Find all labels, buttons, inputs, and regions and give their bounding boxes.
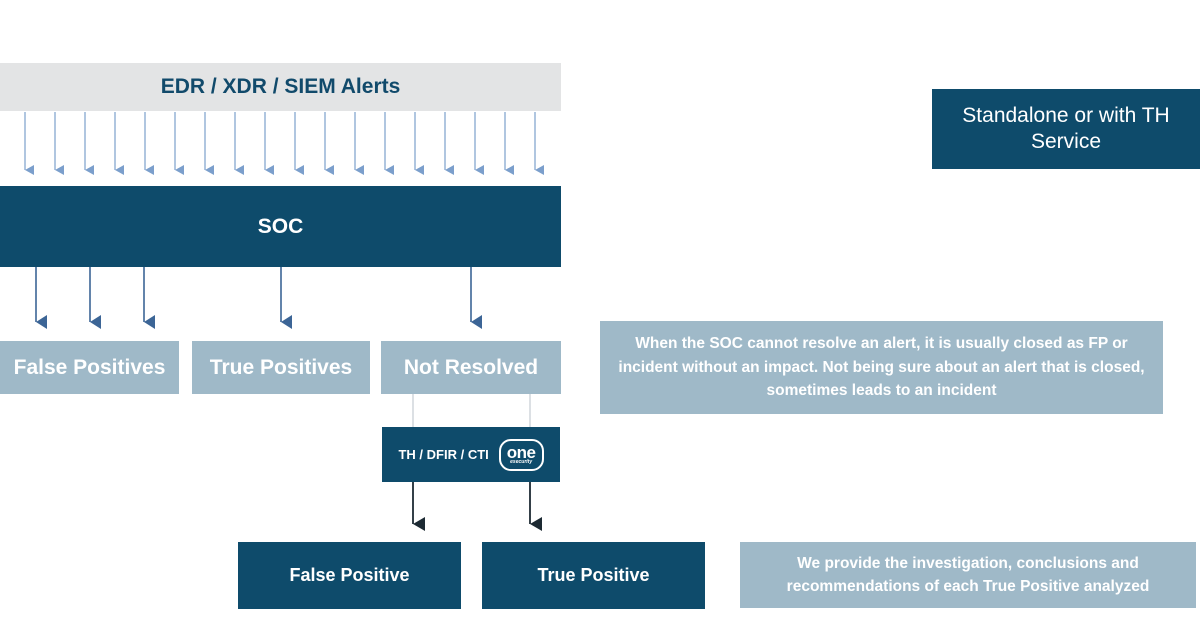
false-positive-result-box: False Positive: [238, 542, 461, 609]
th-dfir-cti-box: TH / DFIR / CTI one esecurity: [382, 427, 560, 482]
standalone-note-box: Standalone or with TH Service: [932, 89, 1200, 169]
standalone-note-text: Standalone or with TH Service: [962, 103, 1170, 153]
one-esecurity-logo: one esecurity: [498, 438, 544, 471]
soc-label: SOC: [257, 214, 304, 238]
false-positives-box: False Positives: [0, 341, 179, 394]
soc-note-text: When the SOC cannot resolve an alert, it…: [618, 335, 1145, 400]
logo-sub-text: esecurity: [510, 459, 533, 465]
soc-note-box: When the SOC cannot resolve an alert, it…: [600, 321, 1163, 414]
alerts-source-bar: EDR / XDR / SIEM Alerts: [0, 63, 561, 111]
not-resolved-box: Not Resolved: [381, 341, 561, 394]
not-resolved-label: Not Resolved: [403, 355, 539, 379]
soc-bar: SOC: [0, 186, 561, 267]
true-positive-result-box: True Positive: [482, 542, 705, 609]
th-dfir-cti-label: TH / DFIR / CTI: [398, 447, 489, 462]
logo-main-text: one: [506, 443, 536, 462]
investigation-note-box: We provide the investigation, conclusion…: [740, 542, 1196, 608]
true-positive-result-label: True Positive: [537, 565, 650, 585]
true-positives-box: True Positives: [192, 341, 370, 394]
false-positives-label: False Positives: [13, 355, 166, 379]
investigation-note-text: We provide the investigation, conclusion…: [786, 554, 1150, 595]
true-positives-label: True Positives: [209, 355, 353, 379]
alerts-source-label: EDR / XDR / SIEM Alerts: [160, 75, 401, 98]
false-positive-result-label: False Positive: [289, 565, 410, 585]
